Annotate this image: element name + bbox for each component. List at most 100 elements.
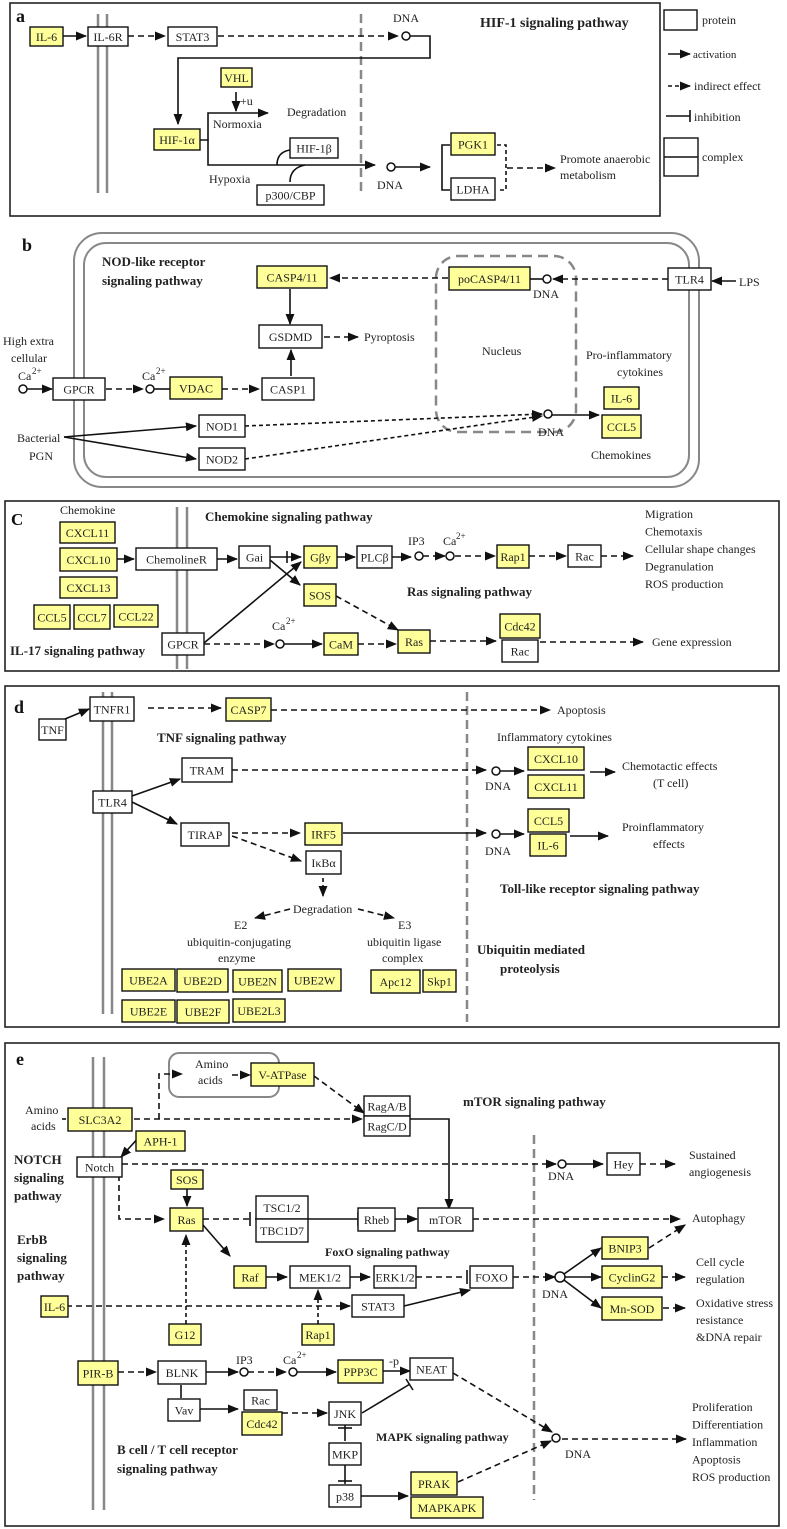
gene-node-ube2a[interactable]: UBE2A — [121, 968, 176, 992]
gene-node-box — [250, 1062, 315, 1087]
gene-node-tram[interactable]: TRAM — [181, 757, 233, 783]
gene-node-irf5[interactable]: IRF5 — [304, 822, 343, 846]
gene-node-v-atpase[interactable]: V-ATPase — [250, 1062, 315, 1087]
gene-node-ras[interactable]: Ras — [169, 1207, 204, 1232]
gene-node-ube2n[interactable]: UBE2N — [232, 969, 283, 993]
gene-node-cam[interactable]: CaM — [323, 632, 359, 656]
gene-node-tnf[interactable]: TNF — [38, 718, 67, 741]
gene-node-stat3[interactable]: STAT3 — [351, 1294, 405, 1318]
gene-node-jnk[interactable]: JNK — [328, 1401, 362, 1426]
gene-node-ccl22[interactable]: CCL22 — [113, 604, 159, 628]
gene-node-tlr4[interactable]: TLR4 — [667, 267, 712, 291]
gene-node-rap1[interactable]: Rap1 — [301, 1323, 335, 1346]
gene-node-ccl7[interactable]: CCL7 — [73, 604, 111, 630]
gene-node-cxcl11[interactable]: CXCL11 — [527, 774, 585, 799]
gene-node-ccl5[interactable]: CCL5 — [527, 808, 570, 833]
gene-node-gby[interactable]: Gβy — [303, 545, 338, 569]
gene-node-vav[interactable]: Vav — [167, 1398, 201, 1422]
gene-node-mn-sod[interactable]: Mn-SOD — [601, 1296, 663, 1321]
gene-node-rap1[interactable]: Rap1 — [496, 544, 530, 569]
gene-node-ragcd[interactable]: RagC/D — [363, 1115, 411, 1137]
gene-node-g12[interactable]: G12 — [168, 1323, 202, 1346]
gene-node-il-6[interactable]: IL-6 — [603, 386, 640, 410]
gene-node-casp1[interactable]: CASP1 — [261, 377, 315, 401]
gene-node-apc12[interactable]: Apc12 — [370, 969, 421, 994]
gene-node-rheb[interactable]: Rheb — [357, 1207, 396, 1232]
gene-node-bnip3[interactable]: BNIP3 — [601, 1236, 649, 1260]
gene-node-tlr4[interactable]: TLR4 — [92, 790, 133, 814]
gene-node-gai[interactable]: Gai — [238, 545, 271, 569]
gene-node-mapkapk[interactable]: MAPKAPK — [410, 1496, 484, 1519]
gene-node-tnfr1[interactable]: TNFR1 — [89, 696, 135, 722]
gene-node-ikba[interactable]: IκBα — [305, 850, 342, 875]
gene-node-rac[interactable]: Rac — [567, 544, 602, 568]
gene-node-pocasp4-11[interactable]: poCASP4/11 — [448, 266, 531, 291]
gene-node-skp1[interactable]: Skp1 — [422, 969, 457, 993]
gene-node-ube2w[interactable]: UBE2W — [287, 968, 342, 992]
gene-node-ppp3c[interactable]: PPP3C — [337, 1359, 384, 1384]
gene-node-ube2e[interactable]: UBE2E — [121, 999, 176, 1023]
gene-node-rac2[interactable]: Rac — [501, 639, 539, 663]
gene-node-blnk[interactable]: BLNK — [157, 1360, 207, 1385]
gene-node-raf[interactable]: Raf — [233, 1265, 267, 1289]
gene-node-cxcl10[interactable]: CXCL10 — [59, 547, 118, 572]
gene-node-neat[interactable]: NEAT — [409, 1357, 454, 1381]
gene-node-plcb[interactable]: PLCβ — [356, 545, 393, 569]
gene-node-ube2d[interactable]: UBE2D — [176, 968, 229, 993]
gene-node-ldha[interactable]: LDHA — [450, 177, 496, 201]
gene-node-tsc12[interactable]: TSC1/2 — [255, 1195, 309, 1220]
gene-node-il-6[interactable]: IL-6 — [529, 833, 567, 857]
gene-node-notch[interactable]: Notch — [76, 1156, 123, 1178]
gene-node-nod1[interactable]: NOD1 — [198, 414, 246, 438]
gene-node-il-6[interactable]: IL-6 — [29, 26, 64, 47]
gene-node-mtor[interactable]: mTOR — [417, 1207, 474, 1232]
gene-node-tbc1d7[interactable]: TBC1D7 — [255, 1218, 309, 1243]
gene-node-cycling2[interactable]: CyclinG2 — [601, 1265, 663, 1289]
gene-node-nod2[interactable]: NOD2 — [198, 447, 246, 471]
gene-node-pgk1[interactable]: PGK1 — [450, 132, 496, 156]
gene-node-aph-1[interactable]: APH-1 — [135, 1130, 186, 1152]
dna-label: DNA — [377, 178, 403, 192]
gene-node-mek12[interactable]: MEK1/2 — [289, 1265, 351, 1289]
gene-node-hif-1b[interactable]: HIF-1β — [289, 137, 339, 159]
gene-node-il-6r[interactable]: IL-6R — [87, 26, 129, 47]
gene-node-box — [180, 822, 230, 847]
gene-node-ras[interactable]: Ras — [397, 629, 431, 654]
gene-node-gpcr[interactable]: GPCR — [52, 377, 106, 401]
gene-node-vdac[interactable]: VDAC — [169, 376, 223, 400]
gene-node-chemoliner[interactable]: ChemolineR — [135, 547, 218, 571]
gene-node-pir-b[interactable]: PIR-B — [77, 1360, 119, 1386]
gene-node-ube2l3[interactable]: UBE2L3 — [232, 998, 286, 1023]
gene-node-box — [304, 822, 343, 846]
gene-node-cxcl10[interactable]: CXCL10 — [527, 746, 585, 771]
tnf-pathway-title: TNF signaling pathway — [157, 730, 287, 745]
gene-node-stat3[interactable]: STAT3 — [167, 26, 218, 47]
gene-node-erk12[interactable]: ERK1/2 — [373, 1265, 417, 1289]
gene-node-cdc42[interactable]: Cdc42 — [499, 613, 541, 639]
gene-node-cxcl11[interactable]: CXCL11 — [59, 521, 116, 544]
gene-node-gsdmd[interactable]: GSDMD — [258, 324, 323, 349]
gene-node-casp7[interactable]: CASP7 — [225, 697, 272, 722]
gene-node-ccl5[interactable]: CCL5 — [33, 604, 71, 630]
gene-node-tirap[interactable]: TIRAP — [180, 822, 230, 847]
gene-node-p38[interactable]: p38 — [328, 1484, 362, 1508]
gene-node-ccl5[interactable]: CCL5 — [601, 414, 642, 439]
gene-node-slc3a2[interactable]: SLC3A2 — [67, 1107, 133, 1132]
gene-node-gpcr[interactable]: GPCR — [161, 632, 205, 656]
gene-node-hif-1a[interactable]: HIF-1α — [153, 128, 201, 151]
gene-node-p300[interactable]: p300/CBP — [256, 184, 325, 206]
gene-node-prak[interactable]: PRAK — [410, 1471, 458, 1496]
gene-node-cdc42[interactable]: Cdc42 — [241, 1411, 283, 1436]
gene-node-foxo[interactable]: FOXO — [469, 1265, 514, 1289]
gene-node-rac[interactable]: Rac — [243, 1389, 278, 1411]
gene-node-ragab[interactable]: RagA/B — [363, 1095, 411, 1117]
gene-node-sos[interactable]: SOS — [170, 1169, 204, 1190]
gene-node-vhl[interactable]: VHL — [220, 67, 253, 88]
gene-node-cxcl13[interactable]: CXCL13 — [59, 576, 118, 599]
gene-node-casp4-11[interactable]: CASP4/11 — [256, 265, 328, 289]
gene-node-sos[interactable]: SOS — [303, 583, 337, 607]
gene-node-il-6[interactable]: IL-6 — [40, 1295, 69, 1318]
gene-node-hey[interactable]: Hey — [606, 1152, 641, 1176]
gene-node-ube2f[interactable]: UBE2F — [176, 999, 230, 1024]
gene-node-mkp[interactable]: MKP — [328, 1442, 362, 1466]
